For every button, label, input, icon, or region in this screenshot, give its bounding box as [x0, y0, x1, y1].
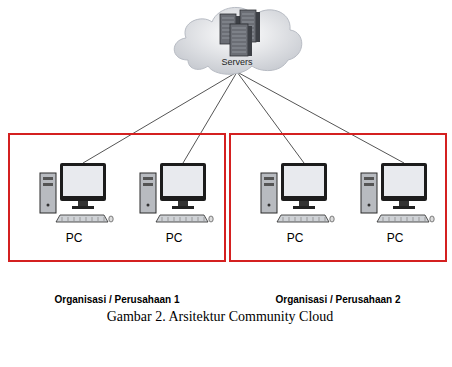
pc-icon — [355, 155, 435, 227]
cloud-icon — [168, 0, 306, 80]
pc-icon — [34, 155, 114, 227]
network-link — [83, 72, 237, 163]
cloud-node: Servers — [168, 0, 306, 80]
pc-node: PC — [34, 155, 114, 247]
organization-box: Organisasi / Perusahaan 2PCPC — [229, 133, 447, 262]
pc-label: PC — [134, 231, 214, 245]
pc-node: PC — [355, 155, 435, 247]
organization-label: Organisasi / Perusahaan 2 — [219, 294, 452, 305]
pc-icon — [134, 155, 214, 227]
server-label: Servers — [168, 57, 306, 67]
pc-label: PC — [34, 231, 114, 245]
pc-node: PC — [134, 155, 214, 247]
pc-node: PC — [255, 155, 335, 247]
pc-icon — [255, 155, 335, 227]
network-link — [237, 72, 404, 163]
pc-label: PC — [255, 231, 335, 245]
pc-label: PC — [355, 231, 435, 245]
figure-caption: Gambar 2. Arsitektur Community Cloud — [40, 309, 400, 325]
organization-label: Organisasi / Perusahaan 1 — [0, 294, 236, 305]
server-icon — [220, 10, 260, 56]
network-link — [237, 72, 304, 163]
organization-box: Organisasi / Perusahaan 1PCPC — [8, 133, 226, 262]
